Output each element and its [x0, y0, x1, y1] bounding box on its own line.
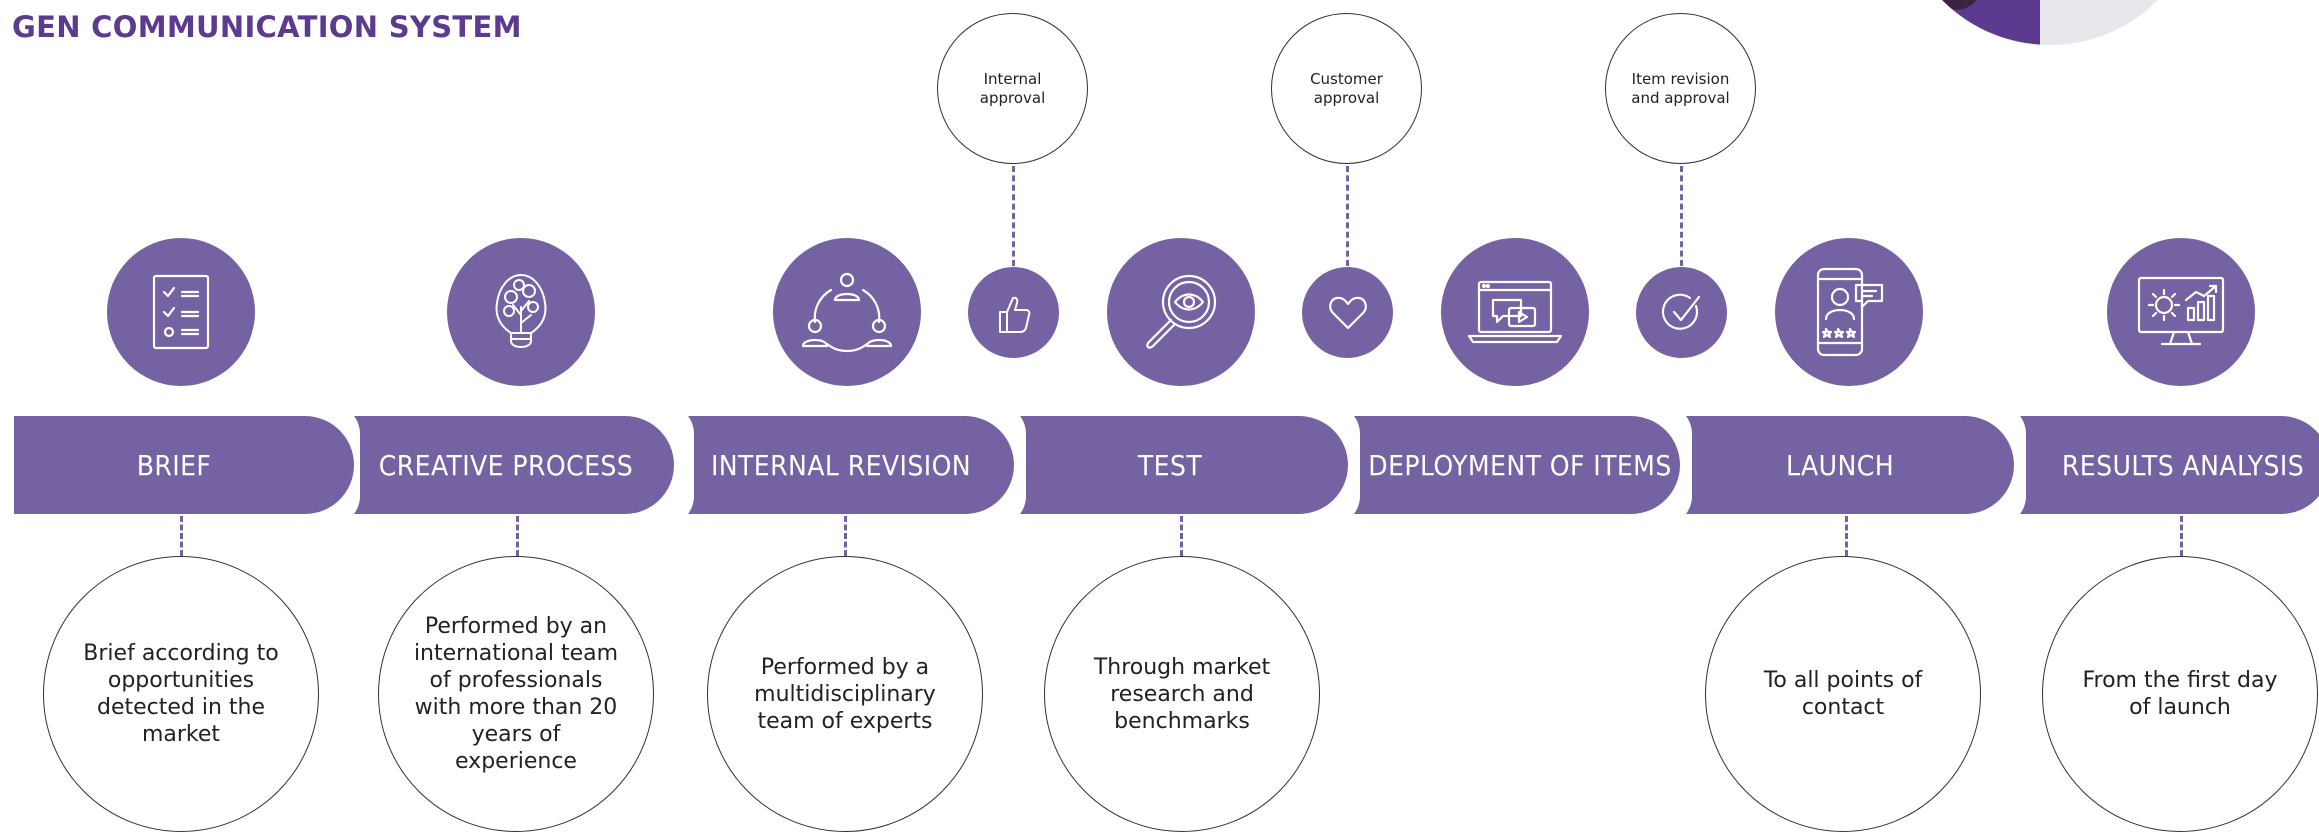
stage-description-text-creative-process: Performed by an international team of pr…: [413, 614, 619, 774]
stage-band-deployment-of-items: DEPLOYMENT OF ITEMS: [1344, 416, 1680, 514]
decorative-photo-circle: [1900, 0, 2200, 45]
stage-connector-brief: [180, 516, 183, 556]
stage-band-creative-process: CREATIVE PROCESS: [344, 416, 674, 514]
approval-circle-customer: Customer approval: [1271, 13, 1422, 164]
stage-description-launch: To all points of contact: [1705, 556, 1981, 832]
stage-icon-circle-results-analysis: [2107, 238, 2255, 386]
stage-label-deployment-of-items: DEPLOYMENT OF ITEMS: [1368, 448, 1672, 482]
approval-label-internal: Internal approval: [979, 69, 1046, 107]
page-title: GEN COMMUNICATION SYSTEM: [12, 10, 522, 44]
approval-connector-customer: [1346, 166, 1349, 266]
stage-label-creative-process: CREATIVE PROCESS: [378, 448, 634, 482]
laptop-video-icon: [1467, 280, 1563, 344]
stage-band-results-analysis: RESULTS ANALYSIS: [2010, 416, 2319, 514]
stage-label-test: TEST: [1137, 448, 1203, 482]
checkmark-circle-icon: [1661, 293, 1700, 330]
approval-connector-item-revision: [1680, 166, 1683, 266]
stage-connector-results-analysis: [2180, 516, 2183, 556]
stage-icon-circle-deployment: [1441, 238, 1589, 386]
approval-icon-circle-internal: [968, 267, 1059, 358]
stage-band-launch: LAUNCH: [1676, 416, 2014, 514]
approval-circle-item-revision: Item revision and approval: [1605, 13, 1756, 164]
stage-description-results-analysis: From the first day of launch: [2042, 556, 2318, 832]
stage-icon-circle-test: [1107, 238, 1255, 386]
thumbs-up-icon: [998, 296, 1030, 333]
approval-connector-internal: [1012, 166, 1015, 266]
decorative-purple-segment: [1900, 0, 2040, 45]
lightbulb-tree-icon: [495, 274, 547, 348]
decorative-dark-shape: [1930, 0, 1980, 10]
stage-icon-circle-brief: [107, 238, 255, 386]
magnifier-eye-icon: [1146, 274, 1217, 349]
approval-label-item-revision: Item revision and approval: [1631, 69, 1730, 107]
stage-description-internal-revision: Performed by a multidisciplinary team of…: [707, 556, 983, 832]
stage-description-text-brief: Brief according to opportunities detecte…: [83, 641, 279, 747]
stage-band-test: TEST: [1010, 416, 1348, 514]
checklist-icon: [152, 274, 210, 350]
approval-label-customer: Customer approval: [1310, 69, 1383, 107]
stage-connector-test: [1180, 516, 1183, 556]
stage-description-text-internal-revision: Performed by a multidisciplinary team of…: [754, 654, 936, 734]
stage-description-creative-process: Performed by an international team of pr…: [378, 556, 654, 832]
stage-description-brief: Brief according to opportunities detecte…: [43, 556, 319, 832]
stage-label-internal-revision: INTERNAL REVISION: [710, 448, 972, 482]
stage-description-text-launch: To all points of contact: [1763, 668, 1923, 720]
smartphone-rating-icon: [1816, 267, 1884, 357]
stage-label-launch: LAUNCH: [1785, 448, 1895, 482]
stage-label-brief: BRIEF: [136, 448, 212, 482]
stage-band-brief: BRIEF: [14, 416, 354, 514]
stage-description-text-test: Through market research and benchmarks: [1093, 654, 1271, 734]
approval-icon-circle-item-revision: [1636, 267, 1727, 358]
team-network-icon: [801, 272, 893, 353]
stage-icon-circle-creative-process: [447, 238, 595, 386]
stage-description-text-results-analysis: From the first day of launch: [2082, 668, 2278, 720]
stage-band-internal-revision: INTERNAL REVISION: [678, 416, 1014, 514]
stage-icon-circle-internal-revision: [773, 238, 921, 386]
approval-circle-internal: Internal approval: [937, 13, 1088, 164]
stage-label-results-analysis: RESULTS ANALYSIS: [2061, 448, 2305, 482]
monitor-analytics-icon: [2137, 276, 2225, 346]
stage-description-test: Through market research and benchmarks: [1044, 556, 1320, 832]
approval-icon-circle-customer: [1302, 267, 1393, 358]
stage-connector-creative-process: [516, 516, 519, 556]
heart-icon: [1328, 296, 1367, 329]
stage-connector-internal-revision: [844, 516, 847, 556]
stage-icon-circle-launch: [1775, 238, 1923, 386]
stage-connector-launch: [1845, 516, 1848, 556]
